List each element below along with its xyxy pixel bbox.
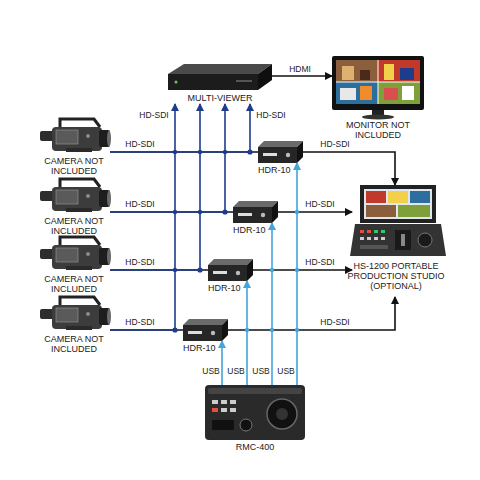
converter-picture (208, 259, 253, 281)
node-label: CAMERA NOT INCLUDED (38, 156, 110, 176)
junction-dots (172, 149, 252, 332)
camera: CAMERA NOT INCLUDED (38, 122, 110, 178)
node-label: HDR-10 (258, 165, 291, 175)
signal-connector (110, 104, 200, 270)
signal-connector (271, 223, 273, 385)
signal-label: HD-SDI (125, 317, 154, 327)
monitor: MONITOR NOT INCLUDED (332, 56, 424, 142)
signal-label: USB (202, 366, 219, 376)
signal-label: USB (227, 366, 244, 376)
node-label: CAMERA NOT INCLUDED (38, 216, 110, 236)
node-label: HDR-10 (208, 283, 241, 293)
signal-connector (272, 75, 332, 77)
camera: CAMERA NOT INCLUDED (38, 182, 110, 238)
camera-picture (40, 237, 111, 270)
converter: HDR-10 (233, 201, 278, 223)
camera-picture (40, 179, 111, 212)
signal-label: HD-SDI (125, 139, 154, 149)
video-device: MULTI-VIEWER (168, 62, 272, 104)
converter: HDR-10 (258, 141, 303, 163)
node-label: MONITOR NOT INCLUDED (332, 120, 424, 140)
studio-picture (350, 185, 446, 256)
converter: HDR-10 (208, 259, 253, 281)
remote-controller: RMC-400 (205, 385, 305, 440)
monitor-picture (332, 56, 424, 120)
signal-connector (221, 341, 223, 385)
node-label: CAMERA NOT INCLUDED (38, 334, 110, 354)
camera: CAMERA NOT INCLUDED (38, 300, 110, 356)
signal-label: USB (277, 366, 294, 376)
signal-label: HD-SDI (305, 257, 334, 267)
signal-label: HD-SDI (125, 257, 154, 267)
signal-connector (296, 163, 298, 385)
production-studio: HS-1200 PORTABLE PRODUCTION STUDIO (OPTI… (352, 185, 440, 297)
remote-controller-picture (205, 385, 305, 440)
signal-connector (246, 281, 248, 385)
multi-viewer-device (168, 64, 272, 90)
converter-picture (233, 201, 278, 223)
node-label: MULTI-VIEWER (168, 93, 272, 103)
signal-connector (110, 104, 250, 152)
converter-picture (183, 319, 228, 341)
camera-picture (40, 119, 111, 152)
node-label: HS-1200 PORTABLE PRODUCTION STUDIO (OPTI… (344, 261, 448, 291)
signal-connector (228, 297, 395, 330)
signal-label: HD-SDI (125, 199, 154, 209)
signal-connector (253, 269, 352, 271)
converter: HDR-10 (183, 319, 228, 341)
converter-picture (258, 141, 303, 163)
node-label: HDR-10 (183, 343, 216, 353)
node-label: CAMERA NOT INCLUDED (38, 274, 110, 294)
signal-label: HD-SDI (320, 139, 349, 149)
node-label: HDR-10 (233, 225, 266, 235)
signal-label: HD-SDI (320, 317, 349, 327)
node-label: RMC-400 (205, 442, 305, 452)
signal-connector (278, 211, 352, 213)
signal-label: HD-SDI (256, 110, 285, 120)
signal-connector (110, 104, 175, 330)
signal-connector (110, 104, 225, 212)
signal-label: HD-SDI (139, 110, 168, 120)
signal-connector (303, 152, 395, 185)
signal-label: HDMI (289, 64, 311, 74)
camera-picture (40, 297, 111, 330)
camera: CAMERA NOT INCLUDED (38, 240, 110, 296)
signal-label: USB (252, 366, 269, 376)
signal-label: HD-SDI (305, 199, 334, 209)
